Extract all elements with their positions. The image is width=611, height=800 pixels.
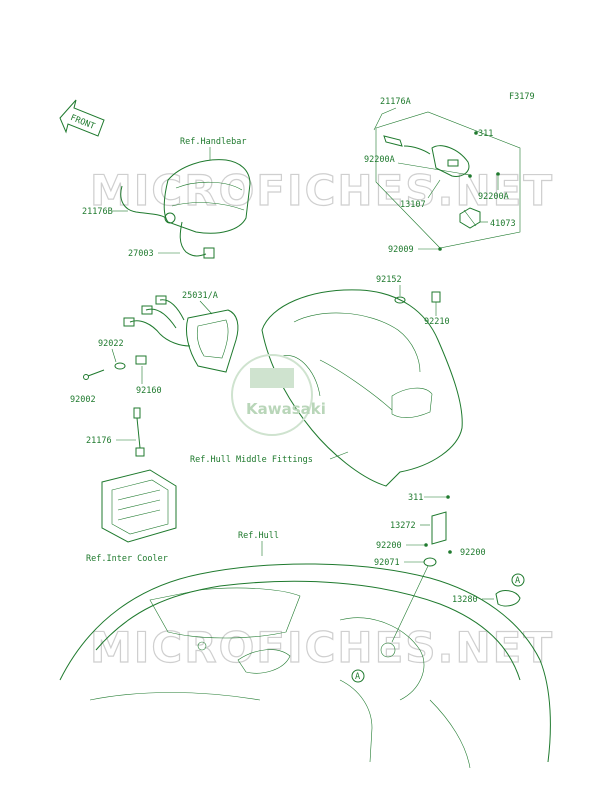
nut-92160-part: [135, 355, 147, 365]
part-92160: 92160: [136, 386, 162, 396]
part-21176A: 21176A: [380, 97, 411, 107]
part-92009: 92009: [388, 245, 414, 255]
part-92200A-left: 92200A: [364, 155, 395, 165]
grommet-92152-part: [394, 296, 406, 304]
sensor-group-box: [373, 107, 521, 249]
cap-13280-part: [495, 590, 521, 607]
meter-harness-part: [123, 295, 191, 347]
marker-a-top: A: [511, 573, 525, 587]
kawasaki-logo: Kawasaki: [231, 354, 326, 436]
part-21176B: 21176B: [82, 207, 113, 217]
bracket-13272-part: [431, 511, 447, 545]
sensor-21176-part: [133, 407, 145, 457]
clip-92210-part: [431, 291, 441, 316]
handlebar-cover-part: [163, 159, 251, 234]
hull-part: [59, 563, 551, 769]
part-27003: 27003: [128, 249, 154, 259]
sensor-unit-part: [383, 135, 470, 177]
inter-cooler-part: [101, 469, 177, 543]
grommet-92071-part: [423, 557, 437, 567]
watermark-top: MICROFICHES.NET: [90, 166, 554, 215]
part-92071: 92071: [374, 558, 400, 568]
switch-harness-part: [120, 185, 215, 259]
part-92210: 92210: [424, 317, 450, 327]
washer-part: [114, 362, 126, 370]
ref-inter-cooler-label: Ref.Inter Cooler: [86, 554, 168, 564]
part-92200-left: 92200: [376, 541, 402, 551]
logo-text: Kawasaki: [246, 400, 326, 418]
part-41073: 41073: [490, 219, 516, 229]
marker-a-bottom-label: A: [355, 672, 360, 682]
part-311-top: 311: [478, 129, 493, 139]
part-13107: 13107: [400, 200, 426, 210]
hull-middle-part: [261, 289, 463, 487]
front-arrow-icon: FRONT: [59, 99, 105, 137]
front-label: FRONT: [69, 113, 96, 132]
part-25031A: 25031/A: [182, 291, 218, 301]
bolt-92002-part: [83, 369, 105, 380]
part-21176: 21176: [86, 436, 112, 446]
watermark-bottom: MICROFICHES.NET: [90, 623, 554, 672]
part-92200-right: 92200: [460, 548, 486, 558]
part-92002: 92002: [70, 395, 96, 405]
ref-hull-middle-label: Ref.Hull Middle Fittings: [190, 455, 313, 465]
part-92152: 92152: [376, 275, 402, 285]
figure-code: F3179: [509, 92, 535, 102]
part-92022: 92022: [98, 339, 124, 349]
part-13272: 13272: [390, 521, 416, 531]
ref-hull-label: Ref.Hull: [238, 531, 279, 541]
marker-a-top-label: A: [515, 576, 520, 586]
part-92200A-right: 92200A: [478, 192, 509, 202]
ref-handlebar-label: Ref.Handlebar: [180, 137, 247, 147]
part-311-bottom: 311: [408, 493, 423, 503]
meter-unit-part: [185, 309, 239, 373]
part-13280: 13280: [452, 595, 478, 605]
marker-a-bottom: A: [351, 669, 365, 683]
